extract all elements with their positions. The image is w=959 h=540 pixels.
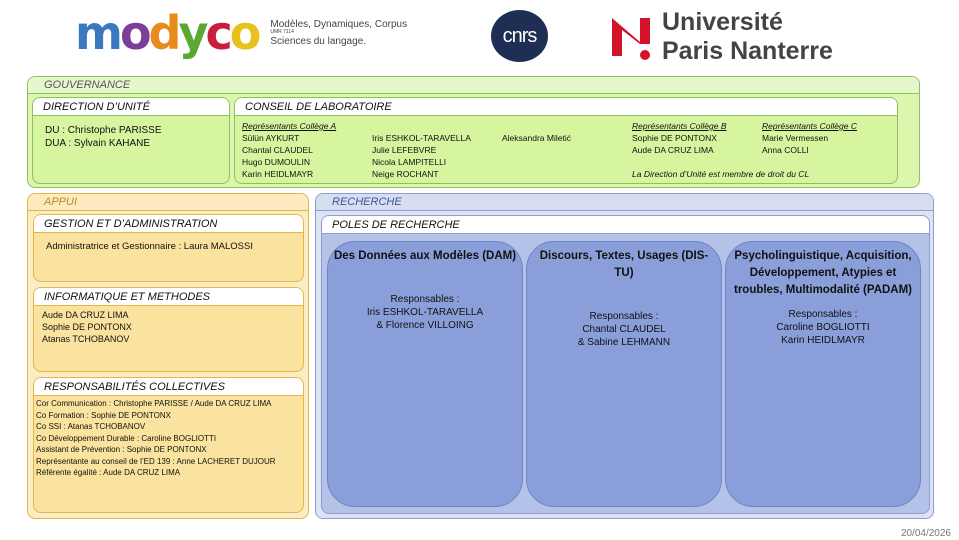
cnrs-logo: cnrs [491, 10, 548, 62]
resp-name: Karin HEIDLMAYR [781, 335, 865, 346]
du-line: DU : Christophe PARISSE [45, 125, 162, 136]
date-label: 20/04/2026 [900, 528, 951, 539]
modyco-logo: modyco Modèles, Dynamiques, Corpus UMR 7… [75, 8, 407, 58]
gouvernance-label: GOUVERNANCE [28, 77, 919, 94]
resp-name: Iris ESHKOL-TARAVELLA [366, 307, 484, 318]
resp-name: & Florence VILLOING [376, 320, 474, 331]
member: Aude DA CRUZ LIMA [42, 310, 129, 320]
dua-line: DUA : Sylvain KAHANE [45, 138, 151, 149]
member: Neige ROCHANT [372, 169, 439, 179]
member: Iris ESHKOL-TARAVELLA [372, 133, 471, 143]
direction-box: DIRECTION D’UNITÉ DU : Christophe PARISS… [32, 97, 230, 184]
poles-title: POLES DE RECHERCHE [322, 216, 929, 234]
modyco-wordmark: modyco [75, 6, 261, 60]
member: Karin HEIDLMAYR [242, 169, 314, 179]
member: Aude DA CRUZ LIMA [632, 145, 714, 155]
nanterre-mark-icon [612, 18, 650, 60]
responsibility-line: Cor Communication : Christophe PARISSE /… [36, 399, 272, 408]
appui-label: APPUI [28, 194, 308, 211]
member: Sophie DE PONTONX [632, 133, 717, 143]
pole-card-padam: Psycholinguistique, Acquisition, Dévelop… [725, 241, 921, 507]
gestion-box: GESTION ET D’ADMINISTRATION Administratr… [33, 214, 304, 282]
member: Marie Vermessen [762, 133, 829, 143]
modyco-tagline: Sciences du langage. [270, 35, 366, 47]
resp-name: Caroline BOGLIOTTI [776, 322, 870, 333]
university-line1: Université [662, 8, 783, 36]
pole-title: Psycholinguistique, Acquisition, Dévelop… [733, 250, 913, 296]
responsibility-line: Co SSI : Atanas TCHOBANOV [36, 422, 146, 431]
responsibility-line: Co Formation : Sophie DE PONTONX [36, 410, 172, 420]
responsibility-line: Représentante au conseil de l’ED 139 : A… [36, 456, 276, 466]
member: Sülün AYKURT [242, 133, 300, 143]
member: Hugo DUMOULIN [242, 157, 311, 167]
member: Anna COLLI [762, 145, 809, 155]
conseil-note: La Direction d’Unité est membre de droit… [632, 169, 810, 179]
college-c-title: Représentants Collège C [762, 121, 857, 131]
member: Atanas TCHOBANOV [42, 334, 130, 344]
college-b-title: Représentants Collège B [632, 121, 727, 131]
pole-title: Des Données aux Modèles (DAM) [333, 250, 517, 262]
resp-name: & Sabine LEHMANN [577, 337, 671, 348]
recherche-label: RECHERCHE [316, 194, 933, 211]
responsibility-line: Assistant de Prévention : Sophie DE PONT… [36, 445, 207, 454]
responsibility-line: Référente égalité : Aude DA CRUZ LIMA [36, 468, 181, 477]
resp-name: Chantal CLAUDEL [582, 324, 666, 335]
resp-label: Responsables : [788, 309, 858, 320]
pole-title: Discours, Textes, Usages (DIS-TU) [539, 250, 709, 279]
pole-card-dam: Des Données aux Modèles (DAM) Responsabl… [327, 241, 523, 507]
gestion-text: Administratrice et Gestionnaire : Laura … [46, 241, 253, 252]
conseil-title: CONSEIL DE LABORATOIRE [235, 98, 897, 116]
informatique-box: INFORMATIQUE ET METHODES Aude DA CRUZ LI… [33, 287, 304, 372]
responsibility-line: Co Développement Durable : Caroline BOGL… [36, 433, 217, 443]
gouvernance-section: GOUVERNANCE DIRECTION D’UNITÉ DU : Chris… [27, 76, 920, 188]
member: Sophie DE PONTONX [42, 322, 132, 332]
resp-label: Responsables : [390, 294, 460, 305]
direction-title: DIRECTION D’UNITÉ [33, 98, 229, 116]
informatique-title: INFORMATIQUE ET METHODES [34, 288, 303, 306]
member: Nicola LAMPITELLI [372, 157, 447, 167]
gestion-title: GESTION ET D’ADMINISTRATION [34, 215, 303, 233]
responsabilites-box: RESPONSABILITÉS COLLECTIVES Cor Communic… [33, 377, 304, 513]
college-a-title: Représentants Collège A [242, 121, 337, 131]
pole-card-distu: Discours, Textes, Usages (DIS-TU) Respon… [526, 241, 722, 507]
member: Julie LEFEBVRE [372, 145, 437, 155]
poles-box: POLES DE RECHERCHE Des Données aux Modèl… [321, 215, 930, 514]
responsabilites-title: RESPONSABILITÉS COLLECTIVES [34, 378, 303, 396]
university-line2: Paris Nanterre [662, 37, 833, 65]
appui-section: APPUI GESTION ET D’ADMINISTRATION Admini… [27, 193, 309, 519]
modyco-subtitle: Modèles, Dynamiques, Corpus [270, 18, 408, 30]
conseil-box: CONSEIL DE LABORATOIRE Représentants Col… [234, 97, 898, 184]
modyco-umr: UMR 7114 [270, 29, 294, 36]
resp-label: Responsables : [589, 311, 659, 322]
recherche-section: RECHERCHE POLES DE RECHERCHE Des Données… [315, 193, 934, 519]
member: Chantal CLAUDEL [242, 145, 313, 155]
member: Aleksandra Miletić [502, 133, 571, 143]
